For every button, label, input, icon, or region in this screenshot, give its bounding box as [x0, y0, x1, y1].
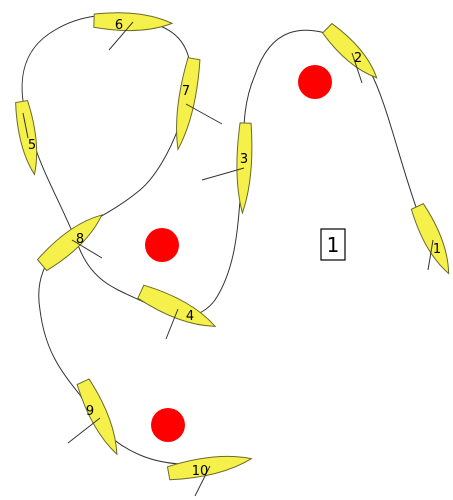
- boat-1: 1: [409, 203, 453, 278]
- boat-number-label: 4: [186, 309, 194, 324]
- boat-4: 4: [137, 283, 219, 339]
- rounding-marks: [145, 65, 332, 442]
- boat-number-label: 9: [86, 404, 94, 419]
- boat-10: 10: [167, 450, 253, 496]
- boat-number-label: 5: [28, 138, 36, 153]
- panel-label-box: 1: [321, 229, 345, 260]
- boat-number-label: 1: [433, 242, 441, 257]
- boat-5: 5: [14, 100, 43, 176]
- middle-mark: [145, 228, 179, 262]
- boat-number-label: 8: [76, 232, 84, 247]
- boat-3: 3: [202, 123, 253, 213]
- lower-mark: [151, 408, 185, 442]
- boat-number-label: 10: [192, 464, 209, 479]
- boat-number-label: 6: [115, 18, 123, 33]
- boat-number-label: 3: [240, 152, 248, 167]
- boat-hull: [409, 203, 453, 278]
- boat-number-label: 2: [354, 51, 362, 66]
- boat-number-label: 7: [182, 84, 190, 99]
- panel-label: 1: [327, 233, 340, 257]
- boat-6: 6: [94, 12, 173, 50]
- upper-mark: [298, 65, 332, 99]
- boat-7: 7: [170, 57, 222, 150]
- boat-boom: [68, 418, 100, 443]
- boat-8: 8: [36, 208, 108, 273]
